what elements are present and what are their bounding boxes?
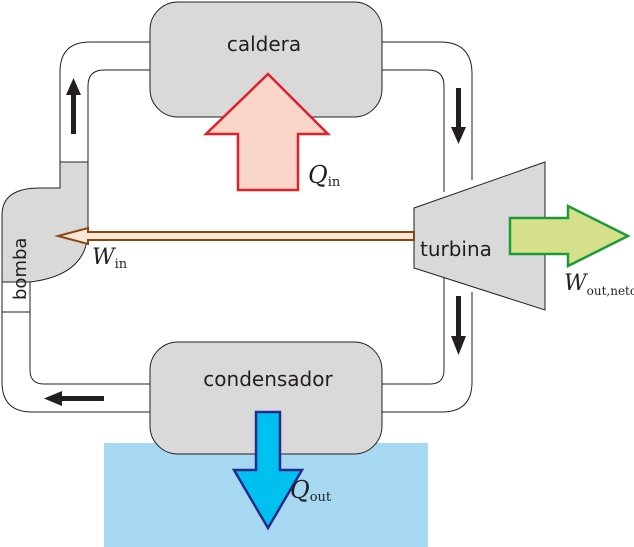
w-out-label: Wout,neto	[564, 271, 634, 298]
q-in-label: Qin	[308, 161, 341, 190]
flow-arrow-left	[44, 391, 104, 406]
work-in-arrow	[54, 226, 415, 246]
condenser-label: condensador	[203, 367, 333, 391]
flow-arrow-up	[66, 78, 81, 134]
heat-out-arrow	[231, 410, 305, 531]
turbine-body	[413, 161, 546, 311]
flow-arrow-down-lower	[451, 296, 466, 355]
boiler-label: caldera	[227, 32, 301, 56]
heat-in-arrow	[202, 72, 332, 192]
w-in-label: Win	[92, 245, 128, 272]
pump-label: bomba	[10, 238, 31, 300]
pipe-loop	[1, 41, 473, 413]
flow-arrows	[44, 78, 466, 406]
work-out-arrow	[508, 203, 631, 269]
q-out-label: Qout	[290, 476, 332, 505]
pump-inlet	[1, 281, 31, 313]
turbine-label: turbina	[420, 237, 492, 261]
flow-arrow-down-upper	[451, 88, 466, 144]
